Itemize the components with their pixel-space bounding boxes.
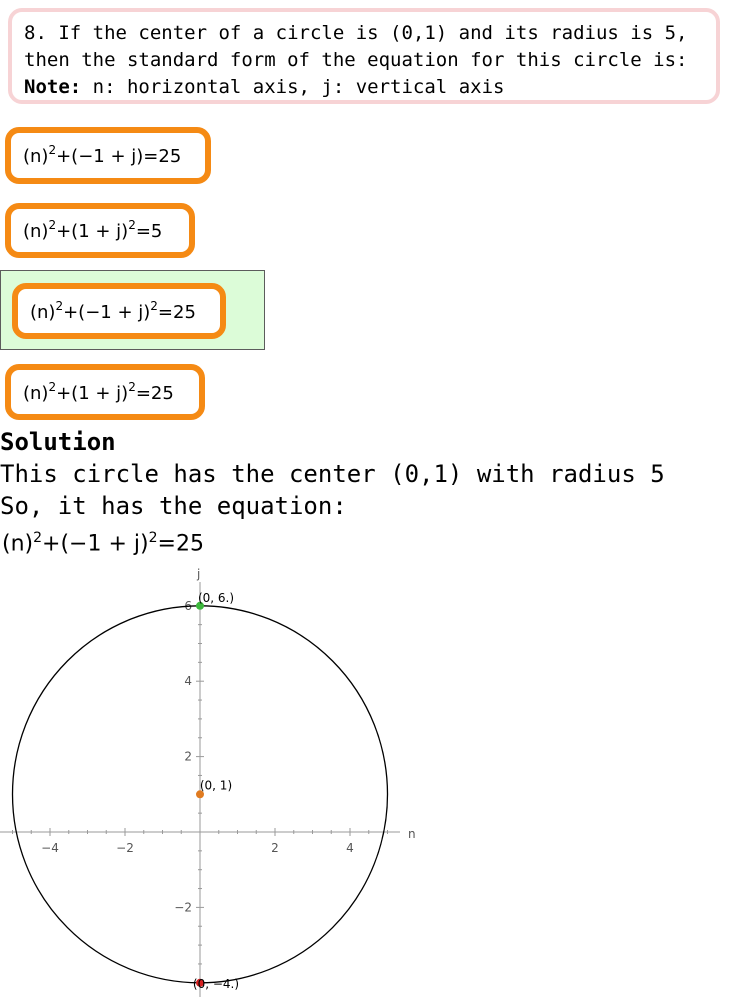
question-box: 8. If the center of a circle is (0,1) an… — [8, 8, 720, 104]
question-note: Note: n: horizontal axis, j: vertical ax… — [24, 74, 704, 101]
answer-option-1[interactable]: (n)2+(−1 + j)=25 — [5, 127, 211, 184]
answer-option-3[interactable]: (n)2+(−1 + j)2=25 — [12, 283, 226, 339]
note-text: n: horizontal axis, j: vertical axis — [81, 76, 505, 98]
question-line-1: 8. If the center of a circle is (0,1) an… — [24, 22, 688, 44]
answer-option-4[interactable]: (n)2+(1 + j)2=25 — [5, 364, 205, 420]
y-tick-label: 4 — [184, 674, 192, 688]
y-tick-label: 2 — [184, 750, 192, 764]
note-label: Note: — [24, 76, 82, 98]
solution-line-1: This circle has the center (0,1) with ra… — [0, 460, 665, 488]
answer-option-2[interactable]: (n)2+(1 + j)2=5 — [5, 203, 195, 258]
point-label: (0, 1) — [200, 778, 232, 792]
option-3-equation: (n)2+(−1 + j)2=25 — [30, 298, 196, 323]
question-line-2: then the standard form of the equation f… — [24, 49, 688, 71]
point-label: (0, −4.) — [193, 977, 239, 991]
x-tick-label: 4 — [346, 841, 354, 855]
x-tick-label: −4 — [41, 841, 59, 855]
x-tick-label: 2 — [271, 841, 279, 855]
y-axis-label: j — [196, 567, 200, 581]
point-marker — [196, 978, 204, 987]
solution-heading: Solution — [0, 428, 116, 456]
point-label: (0, 6.) — [198, 591, 234, 605]
option-1-equation: (n)2+(−1 + j)=25 — [23, 143, 182, 167]
point-marker — [196, 790, 204, 799]
option-4-equation: (n)2+(1 + j)2=25 — [23, 379, 174, 404]
x-tick-label: −2 — [116, 841, 134, 855]
solution-line-2: So, it has the equation: — [0, 492, 347, 520]
y-tick-label: −2 — [174, 900, 192, 914]
point-marker — [196, 601, 204, 610]
option-2-equation: (n)2+(1 + j)2=5 — [23, 218, 163, 242]
x-axis-label: n — [408, 827, 416, 841]
solution-equation: (n)2+(−1 + j)2=25 — [2, 530, 204, 557]
